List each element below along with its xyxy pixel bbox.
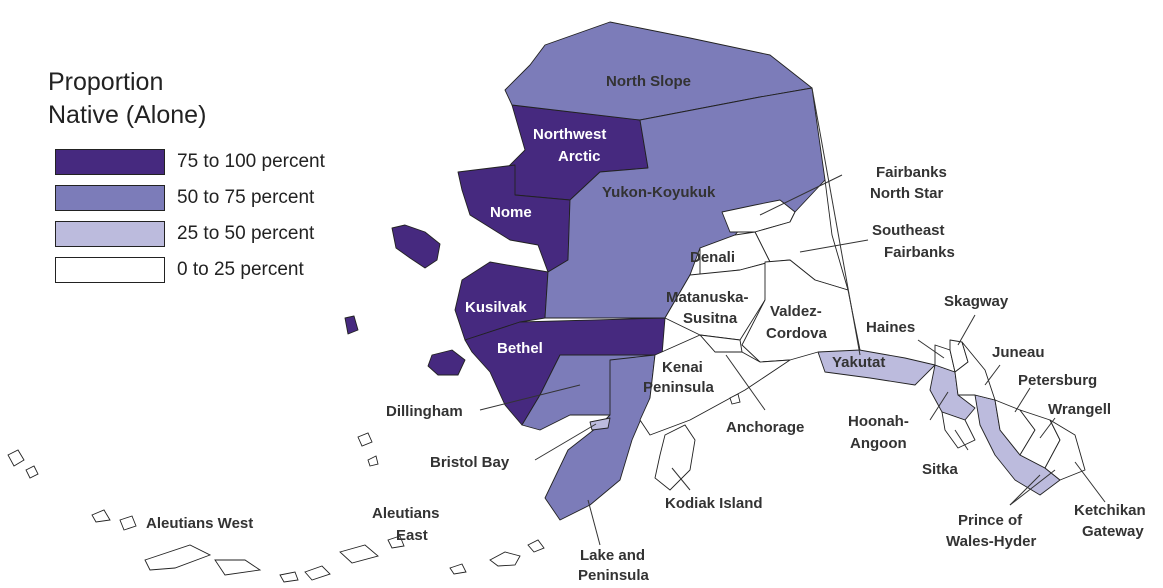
label-valdez-1: Valdez- bbox=[770, 303, 822, 320]
leader-dillingham bbox=[479, 384, 581, 411]
label-fairbanks-1: Fairbanks bbox=[876, 164, 947, 181]
legend-title: Proportion Native (Alone) bbox=[48, 66, 206, 132]
region-bristol-bay[interactable] bbox=[589, 417, 611, 431]
label-lake-and-1: Lake and bbox=[580, 547, 645, 564]
label-skagway: Skagway bbox=[944, 293, 1009, 310]
label-juneau: Juneau bbox=[992, 344, 1045, 361]
legend-title-line-1: Proportion bbox=[48, 68, 164, 96]
legend-label: 0 to 25 percent bbox=[177, 259, 304, 280]
legend-swatch bbox=[55, 257, 165, 283]
island-small-2 bbox=[367, 455, 379, 467]
label-ketchikan-2: Gateway bbox=[1082, 523, 1144, 540]
leader-juneau bbox=[984, 364, 1001, 386]
region-aleutians-west[interactable] bbox=[7, 449, 405, 583]
label-sitka: Sitka bbox=[922, 461, 959, 478]
leader-wrangell bbox=[1039, 417, 1056, 439]
leader-skagway bbox=[957, 314, 976, 346]
label-northwest-arctic-2: Arctic bbox=[558, 148, 601, 165]
label-kodiak-island: Kodiak Island bbox=[665, 495, 763, 512]
leader-pow-2 bbox=[1009, 469, 1056, 506]
region-juneau[interactable] bbox=[954, 341, 996, 401]
leader-kodiak bbox=[671, 467, 691, 491]
legend-label: 75 to 100 percent bbox=[177, 151, 325, 172]
region-nunivak-island bbox=[427, 349, 466, 376]
label-kenai-2: Peninsula bbox=[643, 379, 715, 396]
label-yukon-koyukuk: Yukon-Koyukuk bbox=[602, 184, 716, 201]
legend-item-25-50: 25 to 50 percent bbox=[55, 220, 314, 248]
legend-label: 50 to 75 percent bbox=[177, 187, 315, 208]
label-petersburg: Petersburg bbox=[1018, 372, 1097, 389]
legend-swatch bbox=[55, 185, 165, 211]
legend-swatch bbox=[55, 221, 165, 247]
region-matanuska-susitna[interactable] bbox=[664, 261, 771, 341]
label-bristol-bay: Bristol Bay bbox=[430, 454, 510, 471]
label-matanuska-2: Susitna bbox=[683, 310, 738, 327]
label-se-fairbanks-2: Fairbanks bbox=[884, 244, 955, 261]
leader-pow-1 bbox=[1009, 474, 1041, 506]
label-aleutians-west: Aleutians West bbox=[146, 515, 253, 532]
region-st-matthew-island bbox=[344, 315, 359, 335]
leader-ketchikan bbox=[1074, 461, 1106, 503]
region-aleutians-east[interactable] bbox=[449, 539, 545, 575]
label-prince-of-1: Prince of bbox=[958, 512, 1023, 529]
legend-swatch bbox=[55, 149, 165, 175]
legend-item-50-75: 50 to 75 percent bbox=[55, 184, 314, 212]
label-se-fairbanks-1: Southeast bbox=[872, 222, 945, 239]
leader-bristol-bay bbox=[534, 423, 597, 461]
leader-lake-peninsula bbox=[587, 499, 601, 546]
label-kusilvak: Kusilvak bbox=[465, 299, 527, 316]
legend-label: 25 to 50 percent bbox=[177, 223, 315, 244]
label-denali: Denali bbox=[690, 249, 735, 266]
label-lake-and-2: Peninsula bbox=[578, 567, 650, 584]
leader-fairbanks bbox=[759, 174, 843, 216]
leader-se-fairbanks bbox=[799, 239, 869, 253]
label-haines: Haines bbox=[866, 319, 915, 336]
label-north-slope: North Slope bbox=[606, 73, 691, 90]
region-ketchikan-gateway[interactable] bbox=[1044, 419, 1086, 481]
legend-item-0-25: 0 to 25 percent bbox=[55, 256, 304, 284]
label-northwest-arctic-1: Northwest bbox=[533, 126, 606, 143]
label-valdez-2: Cordova bbox=[766, 325, 828, 342]
label-wrangell: Wrangell bbox=[1048, 401, 1111, 418]
label-anchorage: Anchorage bbox=[726, 419, 804, 436]
label-aleutians-east-1: Aleutians bbox=[372, 505, 440, 522]
region-kodiak-island[interactable] bbox=[654, 424, 696, 491]
label-prince-of-2: Wales-Hyder bbox=[946, 533, 1036, 550]
label-kenai-1: Kenai bbox=[662, 359, 703, 376]
label-nome: Nome bbox=[490, 204, 532, 221]
island-small-3 bbox=[729, 393, 741, 405]
leader-sitka bbox=[954, 429, 969, 451]
region-kenai-peninsula[interactable] bbox=[639, 334, 791, 436]
label-matanuska-1: Matanuska- bbox=[666, 289, 749, 306]
legend-item-75-100: 75 to 100 percent bbox=[55, 148, 325, 176]
label-hoonah-2: Angoon bbox=[850, 435, 907, 452]
leader-haines bbox=[917, 339, 945, 359]
border-line bbox=[811, 87, 861, 356]
leader-petersburg bbox=[1014, 387, 1031, 413]
label-aleutians-east-2: East bbox=[396, 527, 428, 544]
label-hoonah-1: Hoonah- bbox=[848, 413, 909, 430]
region-st-lawrence-island bbox=[391, 224, 441, 269]
legend-title-line-2: Native (Alone) bbox=[48, 101, 207, 129]
label-fairbanks-2: North Star bbox=[870, 185, 944, 202]
island-small-1 bbox=[357, 432, 373, 447]
label-ketchikan-1: Ketchikan bbox=[1074, 502, 1146, 519]
leader-hoonah bbox=[929, 391, 949, 421]
leader-anchorage bbox=[725, 354, 766, 411]
label-yakutat: Yakutat bbox=[832, 354, 885, 371]
region-sitka[interactable] bbox=[941, 411, 976, 449]
label-bethel: Bethel bbox=[497, 340, 543, 357]
region-valdez-cordova[interactable] bbox=[741, 259, 861, 363]
label-dillingham: Dillingham bbox=[386, 403, 463, 420]
